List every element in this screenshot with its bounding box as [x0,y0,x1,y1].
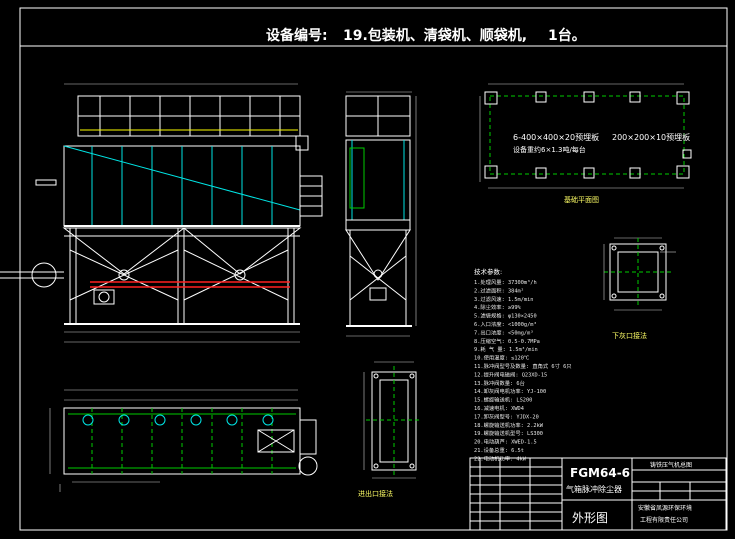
title-equipment-name: 气箱脉冲除尘器 [566,484,622,494]
front-elevation-view [0,83,323,343]
spec-line: 11.脉冲阀型号及数量: 直角式 6寸 6只 [474,362,572,370]
foundation-plan-title: 基础平面图 [564,195,599,204]
air-outlet-title: 进出口接法 [358,489,393,498]
title-company-line2: 工程有限责任公司 [640,516,688,524]
spec-line: 9.耗 气 量: 1.5m³/min [474,345,538,353]
technical-specifications: 技术参数: 1.处理风量: 37300m³/h 2.过滤面积: 384m² 3.… [474,267,572,462]
spec-line: 19.螺旋输送机型号: LS300 [474,429,543,437]
spec-line: 20.电动葫芦: XWED-1.5 [474,438,537,446]
plan-view [49,389,318,492]
spec-line: 1.处理风量: 37300m³/h [474,278,537,286]
title-drawing-name: 外形图 [572,511,608,525]
title-block [469,457,727,531]
spec-line: 6.入口浓度: <1000g/m³ [474,320,537,328]
spec-line: 16.减速电机: XWD4 [474,404,524,412]
spec-line: 8.压缩空气: 0.5-0.7MPa [474,337,540,345]
title-top-right-label: 铸铁压气机总图 [650,461,692,469]
spec-line: 10.使用温度: ≤120℃ [474,354,530,362]
side-elevation-view [345,91,417,337]
foundation-note-plate-large: 6-400×400×20预埋板 [513,132,599,142]
spec-line: 4.除尘效率: ≥99% [474,303,522,311]
spec-line: 12.提升阀电磁阀: Q23XD-15 [474,370,547,378]
spec-line: 17.卸灰阀型号: YJDX-20 [474,412,539,420]
spec-line: 21.设备总重: 6.5t [474,446,524,454]
foundation-note-plate-small: 200×200×10预埋板 [612,132,690,142]
air-outlet-view [363,361,422,479]
title-model: FGM64-6 [570,466,630,480]
specs-title: 技术参数: [474,267,502,276]
spec-line: 3.过滤风速: 1.5m/min [474,295,533,303]
header-equipment-value: 19.包装机、清袋机、顺袋机, [343,27,527,44]
spec-line: 13.脉冲阀数量: 6台 [474,379,525,387]
header-equipment-count: 1台。 [548,27,586,44]
discharge-outlet-title: 下灰口接法 [612,331,647,340]
discharge-outlet-view [603,237,676,311]
spec-line: 18.螺旋输送机功率: 2.2kW [474,421,544,429]
spec-line: 15.螺旋输送机: LS200 [474,396,532,404]
header-equipment-label: 设备编号: [266,27,328,44]
spec-line: 2.过滤面积: 384m² [474,286,524,294]
spec-line: 5.滤袋规格: φ130×2450 [474,312,537,320]
spec-line: 7.出口浓度: <50mg/m³ [474,328,533,336]
spec-line: 14.卸灰阀电机功率: YJ-100 [474,387,546,395]
title-company-line1: 安徽省凤源环保环境 [638,504,692,512]
foundation-note-weight: 设备重约6×1.3吨/每台 [513,145,586,154]
drawing-border [19,7,728,531]
foundation-plan-view [479,83,692,189]
